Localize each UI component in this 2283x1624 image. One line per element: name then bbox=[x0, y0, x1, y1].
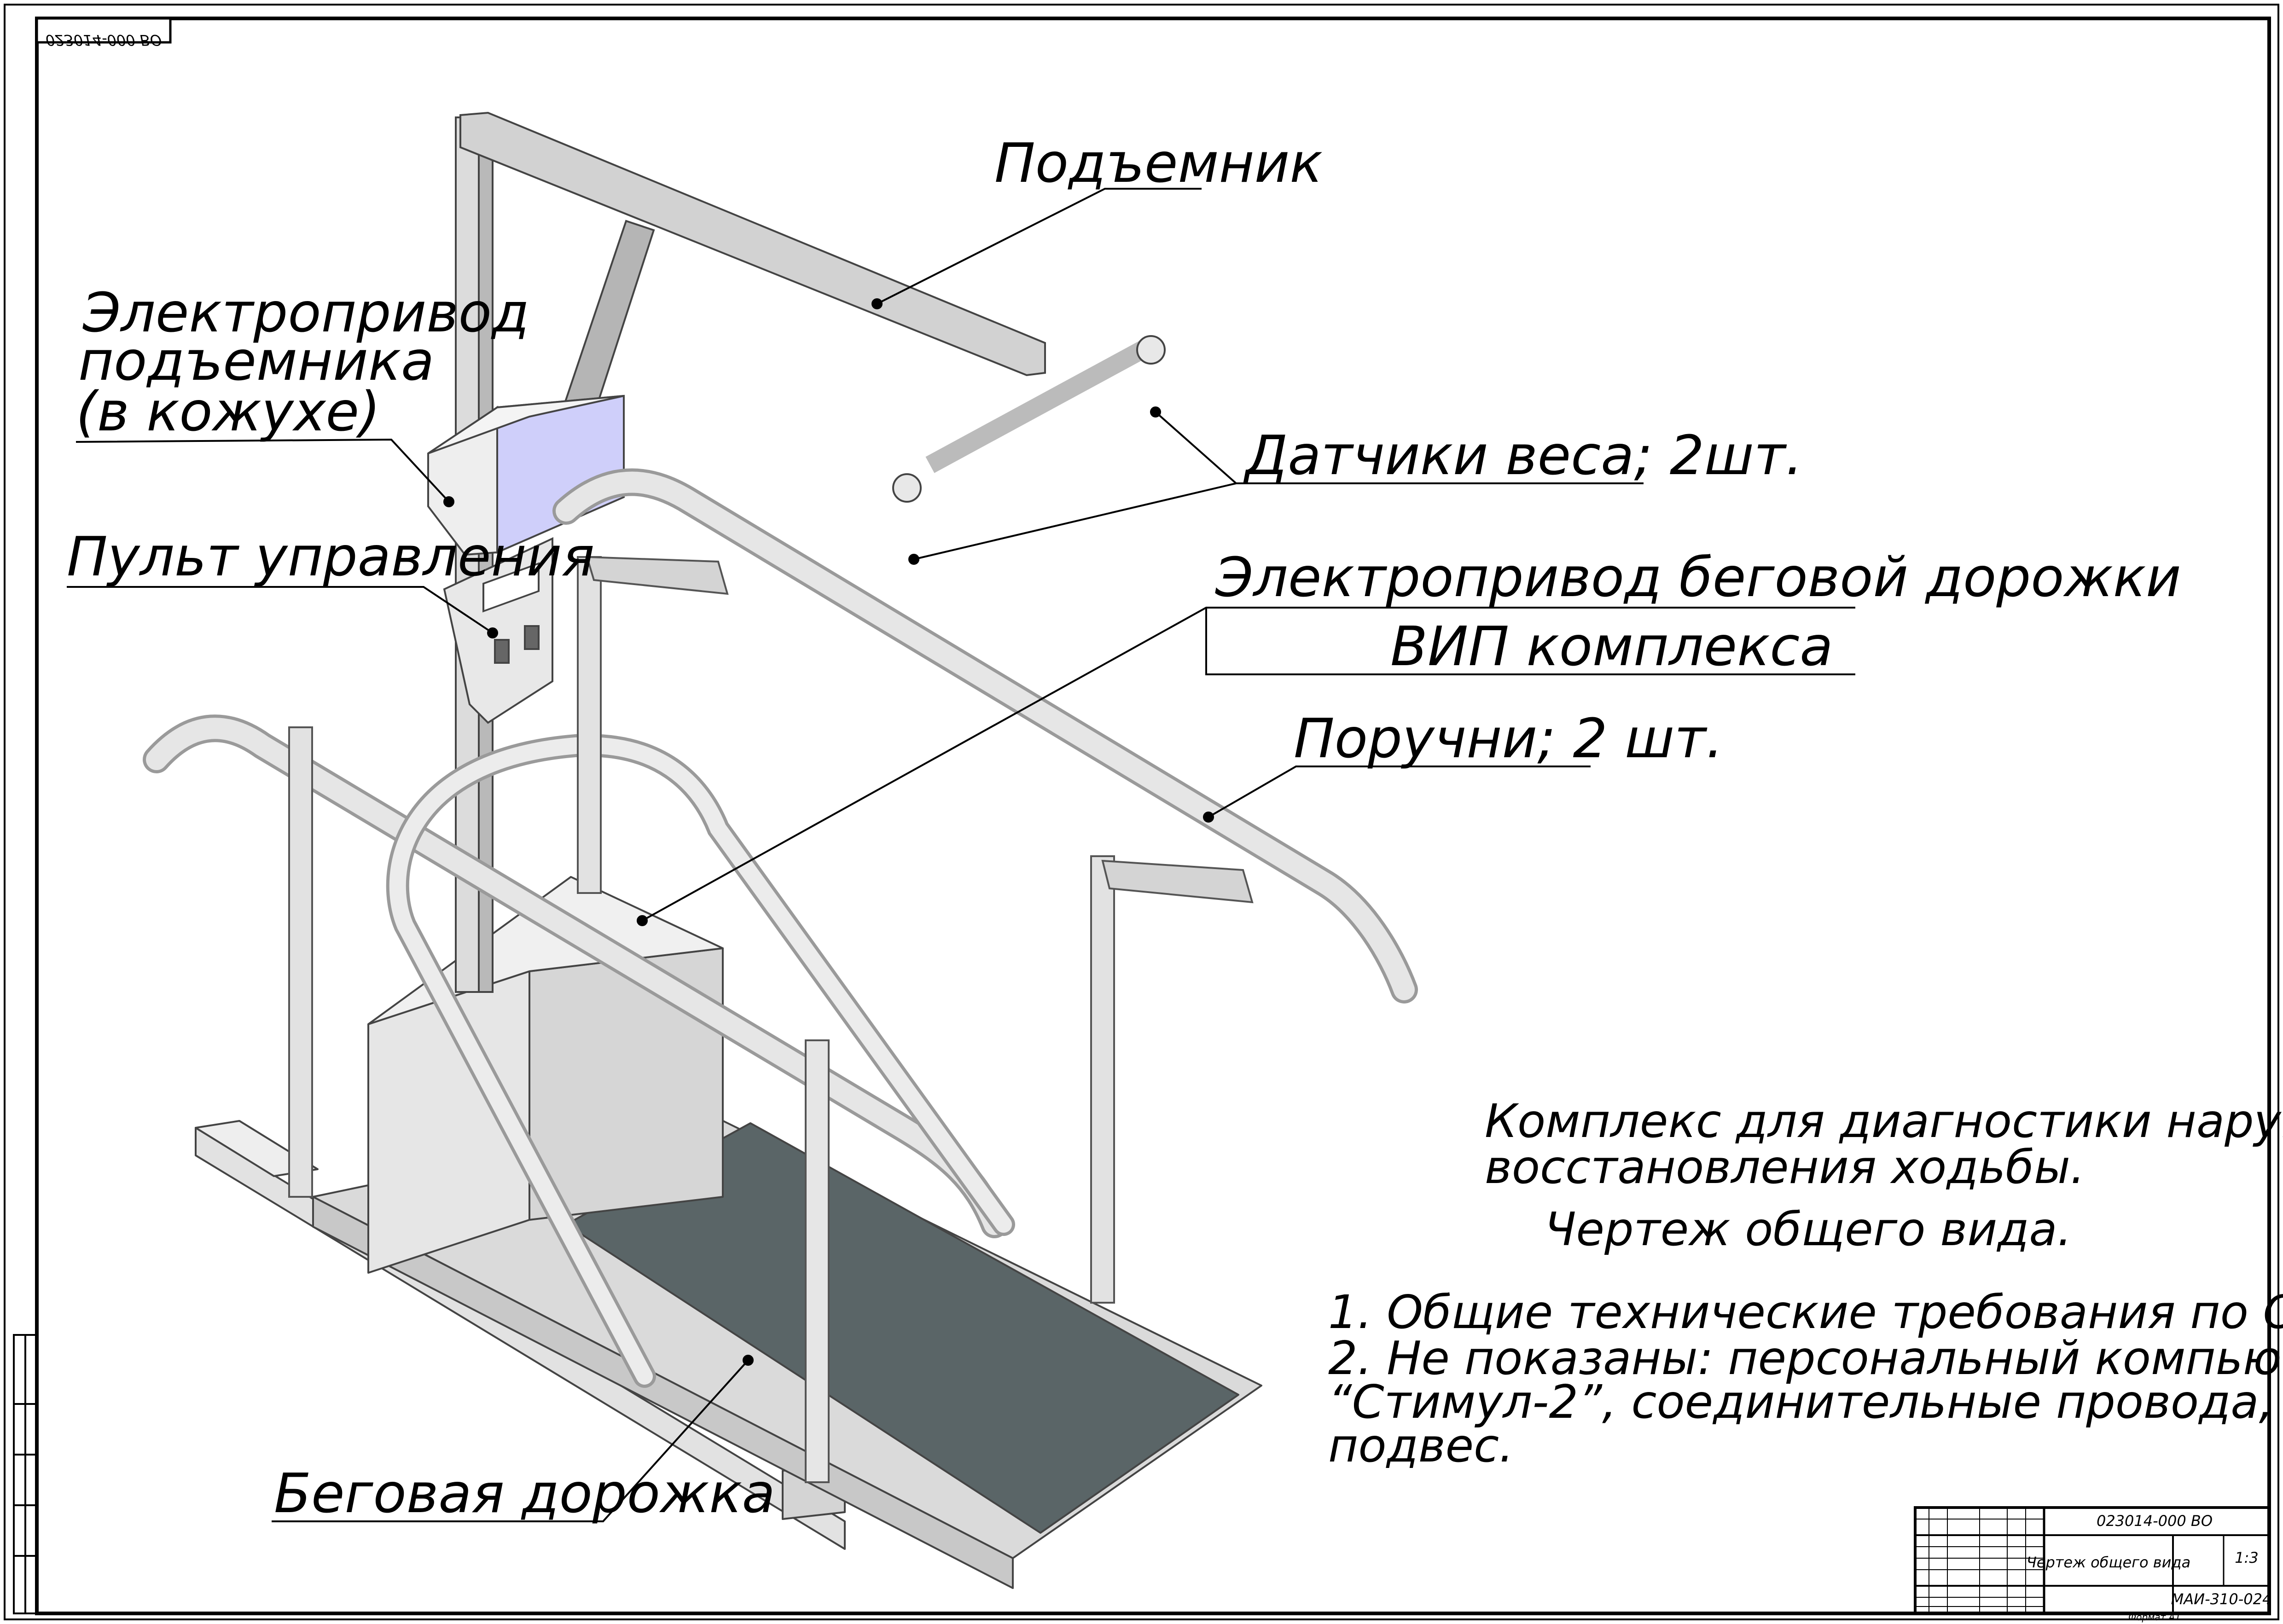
label-treadmill: Беговая дорожка bbox=[274, 1462, 775, 1525]
title-block bbox=[1914, 1506, 2271, 1615]
title-block-scale: 1:3 bbox=[2235, 1549, 2259, 1566]
label-vip: ВИП комплекса bbox=[1390, 615, 1833, 678]
post-rear-left bbox=[288, 726, 313, 1198]
treadmill-deck-side bbox=[312, 1196, 1014, 1589]
left-binding-strip bbox=[13, 1334, 38, 1614]
control-panel bbox=[443, 537, 553, 724]
bracket-front bbox=[1101, 859, 1254, 904]
notes-subtitle: Чертеж общего вида. bbox=[1545, 1202, 2072, 1256]
leader-lift bbox=[877, 188, 1202, 305]
post-front-left bbox=[805, 1039, 830, 1483]
top-designation-text: 023014-000 ВО bbox=[46, 31, 162, 49]
leader-lift-drive bbox=[76, 438, 450, 503]
control-panel-display bbox=[482, 562, 540, 613]
notes-requirement-2: 2. Не показаны: персональный компьютер, … bbox=[1328, 1331, 2283, 1385]
title-block-title: Чертеж общего вида bbox=[2027, 1554, 2190, 1571]
sheet-format: Формат А1 bbox=[2128, 1612, 2181, 1623]
handrail-posts bbox=[288, 556, 1254, 1483]
leader-control-panel bbox=[67, 586, 494, 634]
leader-treadmill bbox=[272, 1359, 749, 1522]
leader-weight-sensor-2 bbox=[913, 482, 1237, 560]
lift-drive-housing-top bbox=[427, 395, 624, 454]
label-lift-drive-1: Электропривод bbox=[82, 281, 529, 344]
control-panel-button-1 bbox=[494, 639, 510, 664]
label-weight-sensors: Датчики веса; 2шт. bbox=[1243, 423, 1803, 487]
leader-lines bbox=[67, 188, 1855, 1522]
title-block-organization: МАИ-310-024 bbox=[2171, 1590, 2272, 1608]
label-lift: Подъемник bbox=[994, 131, 1323, 195]
notes-title-2: восстановления ходьбы. bbox=[1485, 1140, 2085, 1194]
sheet-inner-border bbox=[35, 17, 2271, 1615]
suspension-bar bbox=[925, 339, 1151, 473]
sheet-outer-border bbox=[4, 4, 2279, 1620]
post-rear-right bbox=[577, 556, 602, 894]
notes-title-1: Комплекс для диагностики нарушений и bbox=[1485, 1094, 2283, 1148]
bracket-right bbox=[586, 556, 729, 595]
notes-requirement-1: 1. Общие технические требования по ОСТ4.… bbox=[1328, 1285, 2283, 1339]
label-treadmill-drive: Электропривод беговой дорожки bbox=[1215, 545, 2181, 609]
notes-requirement-3: “Стимул-2”, соединительные провода, пара… bbox=[1328, 1375, 2283, 1429]
lift bbox=[427, 111, 1166, 993]
notes-requirement-4: подвес. bbox=[1328, 1419, 1514, 1473]
label-lift-drive-3: (в кожухе) bbox=[76, 380, 380, 443]
base-frame-cross bbox=[195, 1120, 319, 1177]
vip-box-frame bbox=[1205, 608, 1855, 675]
leader-handrails bbox=[1208, 766, 1591, 818]
top-designation-box: 023014-000 ВО bbox=[35, 17, 172, 49]
weight-sensor-right bbox=[1136, 335, 1166, 365]
control-panel-button-2 bbox=[524, 625, 540, 650]
treadmill bbox=[195, 876, 1262, 1589]
weight-sensor-left bbox=[892, 473, 922, 503]
title-block-designation: 023014-000 ВО bbox=[2097, 1512, 2213, 1530]
notes: Комплекс для диагностики нарушений и вос… bbox=[1328, 1094, 2283, 1473]
label-control-panel: Пульт управления bbox=[67, 525, 594, 588]
lift-column-shade bbox=[478, 116, 494, 993]
label-lift-drive-2: подъемника bbox=[78, 329, 434, 393]
post-front-right bbox=[1090, 855, 1115, 1304]
label-handrails: Поручни; 2 шт. bbox=[1294, 707, 1723, 770]
handrails bbox=[143, 468, 1418, 1388]
lift-arm bbox=[459, 111, 1046, 377]
